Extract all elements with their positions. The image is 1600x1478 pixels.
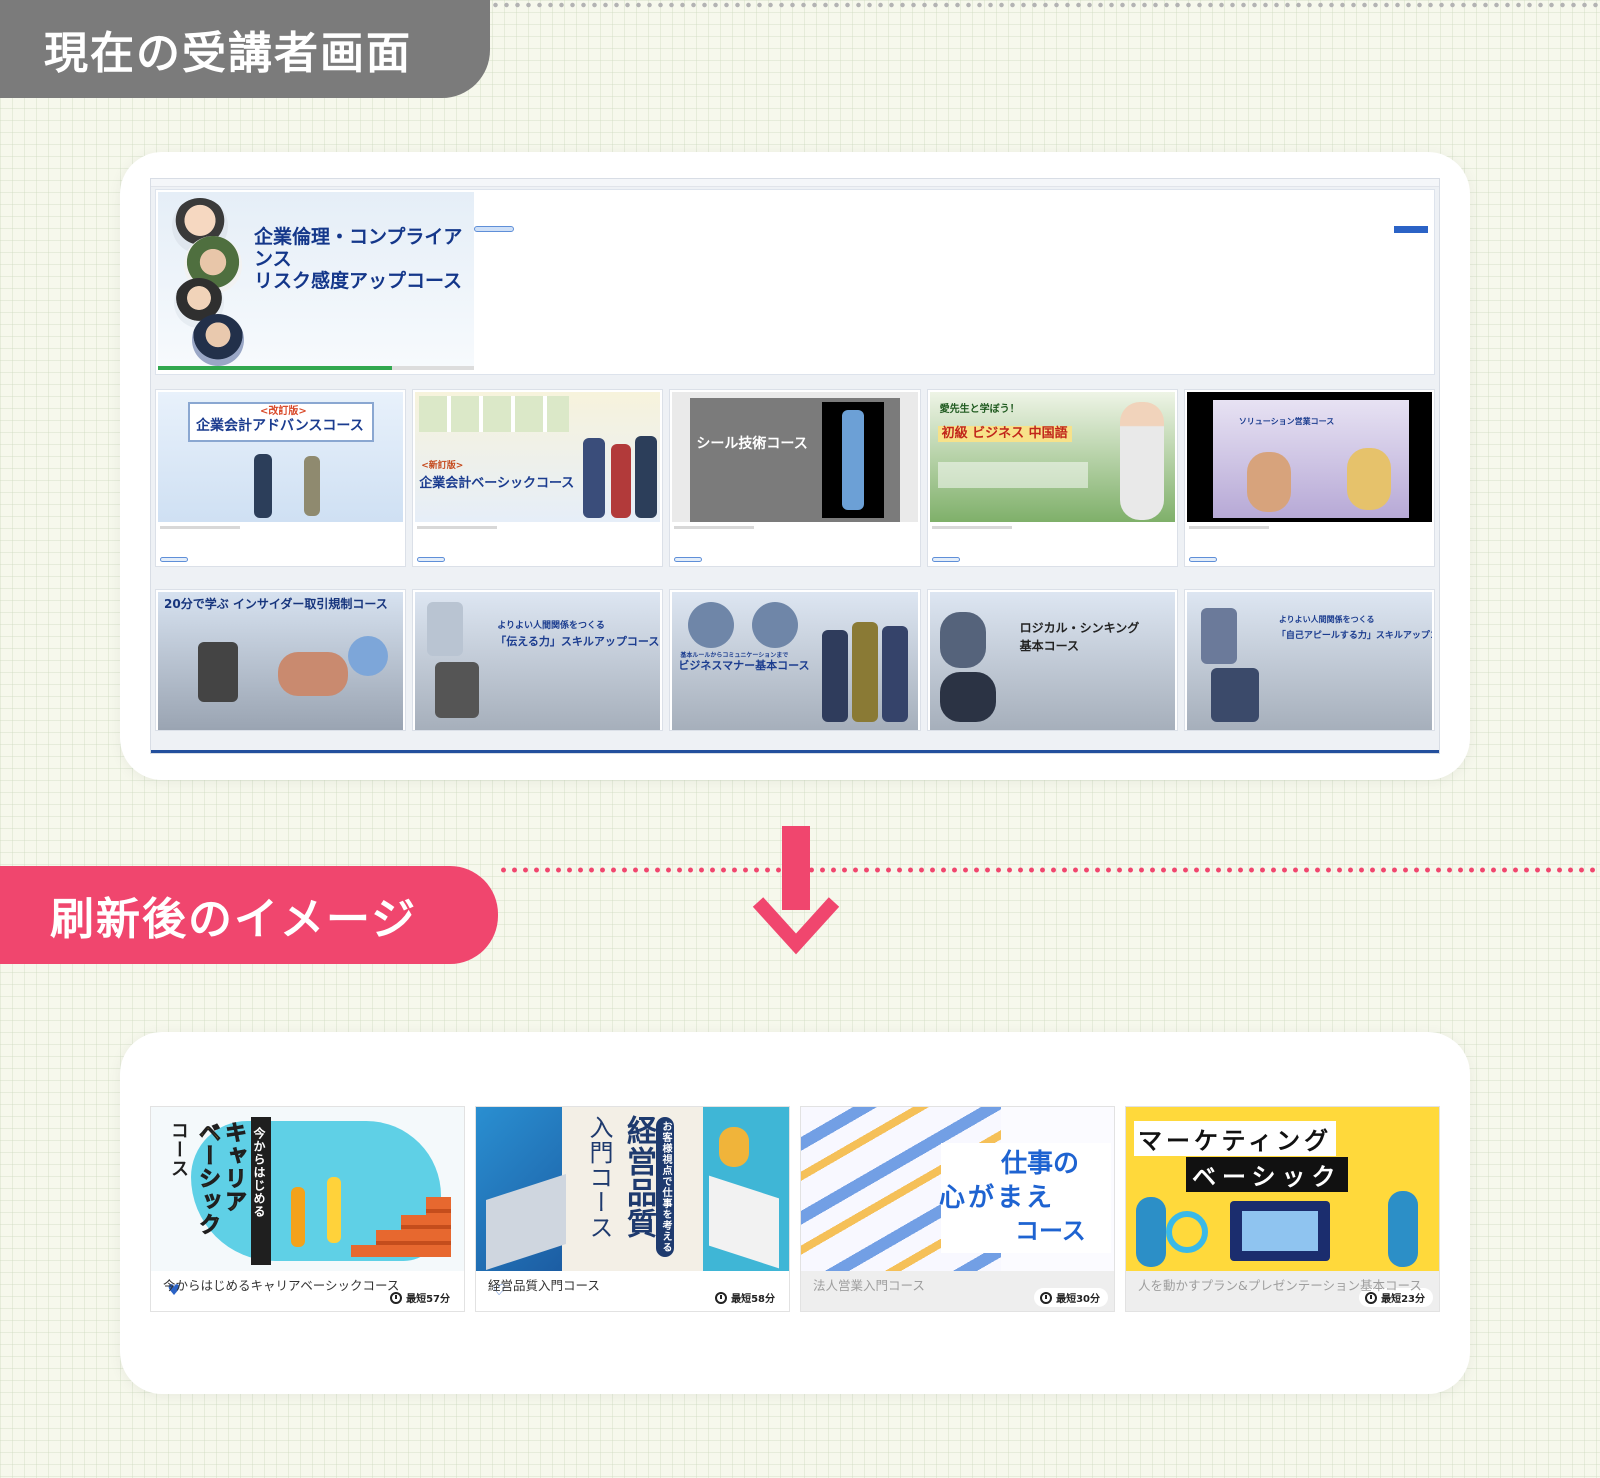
dotted-divider-top [490,2,1600,8]
course-card[interactable]: 今からはじめる キャリア ベーシック コース ♥ 最短57分 今からはじめるキャ… [150,1106,465,1312]
duration-badge: 最短57分 [384,1288,458,1307]
course-tile[interactable]: ロジカル・シンキング 基本コース [926,589,1178,731]
new-ui-panel: 今からはじめる キャリア ベーシック コース ♥ 最短57分 今からはじめるキャ… [120,1032,1470,1394]
old-top-bar [151,179,1439,187]
new-course-list: 今からはじめる キャリア ベーシック コース ♥ 最短57分 今からはじめるキャ… [150,1106,1440,1312]
clock-icon [715,1291,728,1304]
hero-title: 企業倫理・コンプライアンス リスク感度アップコース [254,226,463,292]
course-tile[interactable]: ソリューション営業コース [1183,389,1436,567]
hero-thumbnail[interactable]: 企業倫理・コンプライアンス リスク感度アップコース [158,192,474,368]
hero-progress-bar [158,366,474,370]
course-tag[interactable] [1188,557,1217,562]
course-thumbnail[interactable]: 仕事の 心がまえ コース [801,1107,1114,1271]
clock-icon [1365,1291,1378,1304]
course-title[interactable]: 法人営業入門コース [813,1278,925,1293]
dotted-divider-pink [498,866,1600,874]
section-label-new: 刷新後のイメージ [0,866,498,964]
course-thumbnail[interactable]: 今からはじめる キャリア ベーシック コース [151,1107,464,1271]
clock-icon [390,1291,403,1304]
course-thumbnail[interactable]: マーケティング ベーシック [1126,1107,1439,1271]
course-row-1: <改訂版> 企業会計アドバンスコース <新訂版> 企業会計ベーシックコース [155,389,1436,567]
section-label-current: 現在の受講者画面 [0,0,490,98]
hero-tag[interactable] [474,226,514,232]
course-tile[interactable]: 愛先生と学ぼう！ 初級 ビジネス 中国語 [926,389,1178,567]
heart-outline-icon[interactable]: ♡ [486,1277,512,1303]
course-title[interactable]: 経営品質入門コース [488,1278,600,1293]
course-tag[interactable] [674,557,703,562]
duration-badge: 最短58分 [709,1288,783,1307]
course-tile[interactable]: <新訂版> 企業会計ベーシックコース [412,389,664,567]
course-card[interactable]: 仕事の 心がまえ コース 最短30分 法人営業入門コース [800,1106,1115,1312]
course-thumbnail[interactable]: 経営品質 入門コース お客様視点で仕事を考える [476,1107,789,1271]
hero-course[interactable]: 企業倫理・コンプライアンス リスク感度アップコース [155,189,1435,375]
duration-badge: 最短23分 [1359,1288,1433,1307]
footer-strip [151,750,1439,753]
course-tile[interactable]: 20分で学ぶ インサイダー取引規制コース [155,589,407,731]
person-illustration [192,314,244,366]
arrow-down-icon [752,826,840,955]
row-heading [155,577,1435,585]
course-card[interactable]: 経営品質 入門コース お客様視点で仕事を考える ♡ 最短58分 経営品質入門コー… [475,1106,790,1312]
course-card[interactable]: マーケティング ベーシック 最短23分 人を動かすプラン&プレゼンテーション基本… [1125,1106,1440,1312]
course-tile[interactable]: よりよい人間関係をつくる 「伝える力」スキルアップコース [412,589,664,731]
heart-filled-icon[interactable]: ♥ [161,1277,187,1303]
duration-badge: 最短30分 [1034,1288,1108,1307]
clock-icon [1040,1291,1053,1304]
course-tag[interactable] [160,557,188,562]
course-tile[interactable]: <改訂版> 企業会計アドバンスコース [155,389,407,567]
hero-action-button[interactable] [1394,226,1428,233]
course-title[interactable]: 今からはじめるキャリアベーシックコース [163,1278,400,1293]
current-ui-panel: 企業倫理・コンプライアンス リスク感度アップコース <改訂版> 企業会計アドバン… [120,152,1470,780]
course-row-2: 20分で学ぶ インサイダー取引規制コース よりよい人間関係をつくる 「伝える力」… [155,589,1436,731]
course-tile[interactable]: シール技術コース [669,389,921,567]
course-tag[interactable] [417,557,446,562]
row-heading [155,377,1435,385]
course-tile[interactable]: よりよい人間関係をつくる 「自己アピールする力」スキルアップコース [1183,589,1436,731]
course-title[interactable]: 人を動かすプラン&プレゼンテーション基本コース [1138,1278,1422,1293]
current-ui-screenshot: 企業倫理・コンプライアンス リスク感度アップコース <改訂版> 企業会計アドバン… [150,178,1440,754]
course-tile[interactable]: 基本ルールからコミュニケーションまで ビジネスマナー基本コース [669,589,921,731]
course-tag[interactable] [931,557,960,562]
